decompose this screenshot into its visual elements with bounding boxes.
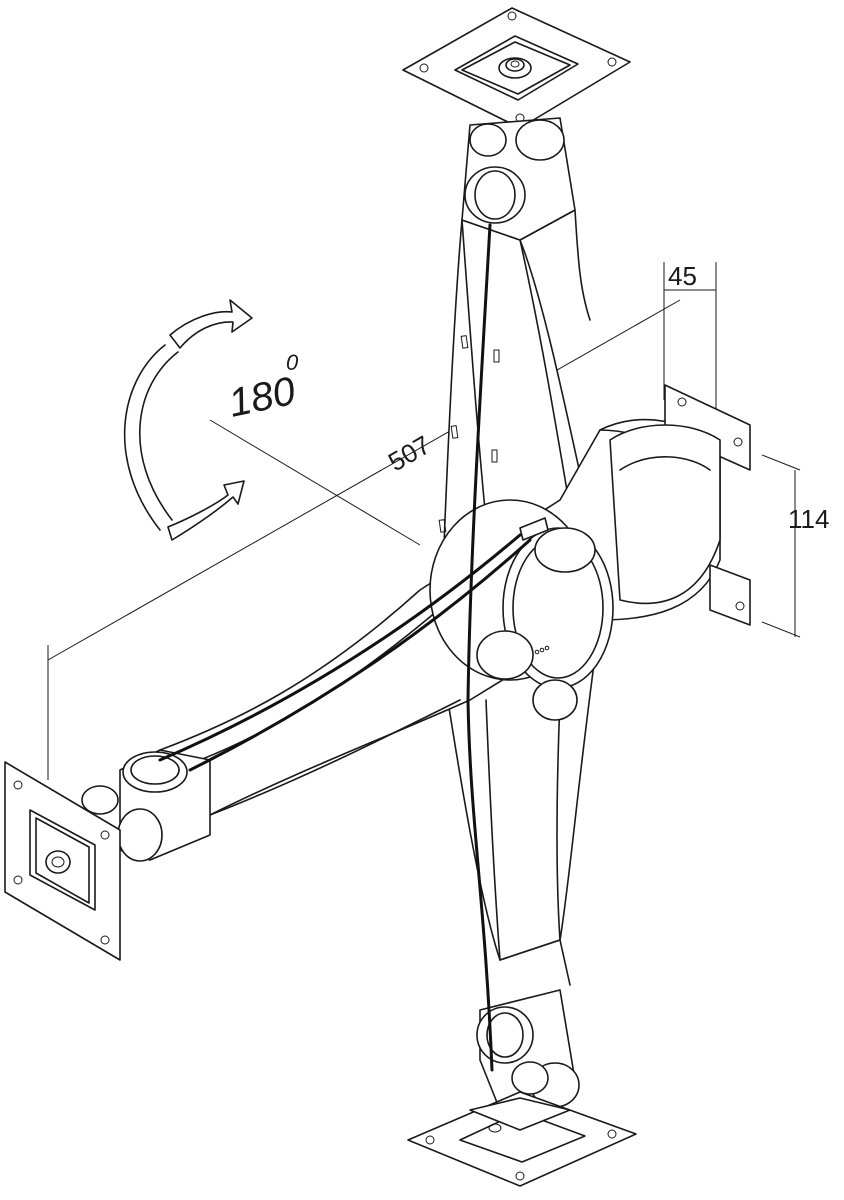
rotation-arrow-top-icon [169,299,253,349]
rotation-angle-label: 180 [225,369,299,426]
rotation-degree-mark: 0 [286,350,299,375]
dimension-45 [663,262,717,420]
rotation-arrow-bottom-icon [167,480,245,541]
cable [158,223,532,1072]
dimension-45-label: 45 [668,261,697,291]
dimension-507-label: 507 [383,430,436,478]
ceiling-plate [402,7,631,129]
dimension-114-label: 114 [788,504,829,534]
wall-bracket [609,384,751,626]
dimension-507 [47,299,681,780]
desk-plate [407,1091,637,1187]
rotation-arc [123,344,179,531]
dimension-114 [761,454,801,638]
bottom-joint [476,989,580,1111]
monitor-plate [4,761,121,961]
top-joint [461,117,576,241]
